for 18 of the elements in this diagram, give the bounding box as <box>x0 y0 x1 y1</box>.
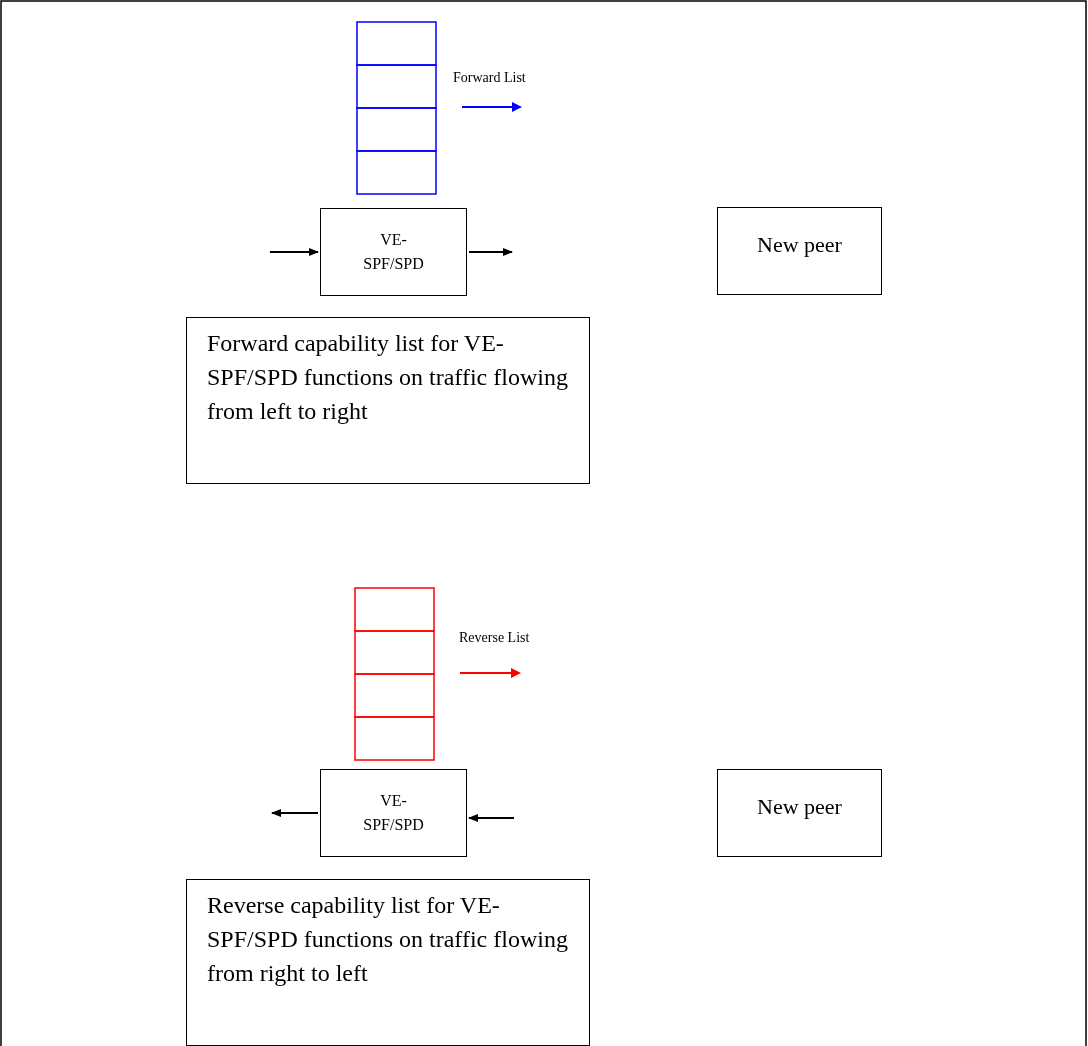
node-text: Forward capability list for VE-SPF/SPD functions on traffic flowing from left to right <box>206 329 569 426</box>
description-box <box>186 317 590 484</box>
list-label: Forward List <box>453 70 526 86</box>
peer-box <box>717 769 882 857</box>
list-label: Reverse List <box>459 630 530 646</box>
node-text: Reverse capability list for VE-SPF/SPD functions on traffic flowing from right to left <box>206 891 569 988</box>
peer-box <box>717 207 882 295</box>
process-box <box>320 769 467 857</box>
arrow <box>269 248 319 256</box>
arrow <box>468 248 513 256</box>
description-box <box>186 879 590 1046</box>
arrow <box>468 814 515 822</box>
node-text: VE- SPF/SPD <box>362 791 425 835</box>
process-box <box>320 208 467 296</box>
node-text: New peer <box>757 232 842 258</box>
node-text: New peer <box>757 794 842 820</box>
node-text: VE- SPF/SPD <box>362 230 425 274</box>
arrow <box>271 809 319 817</box>
